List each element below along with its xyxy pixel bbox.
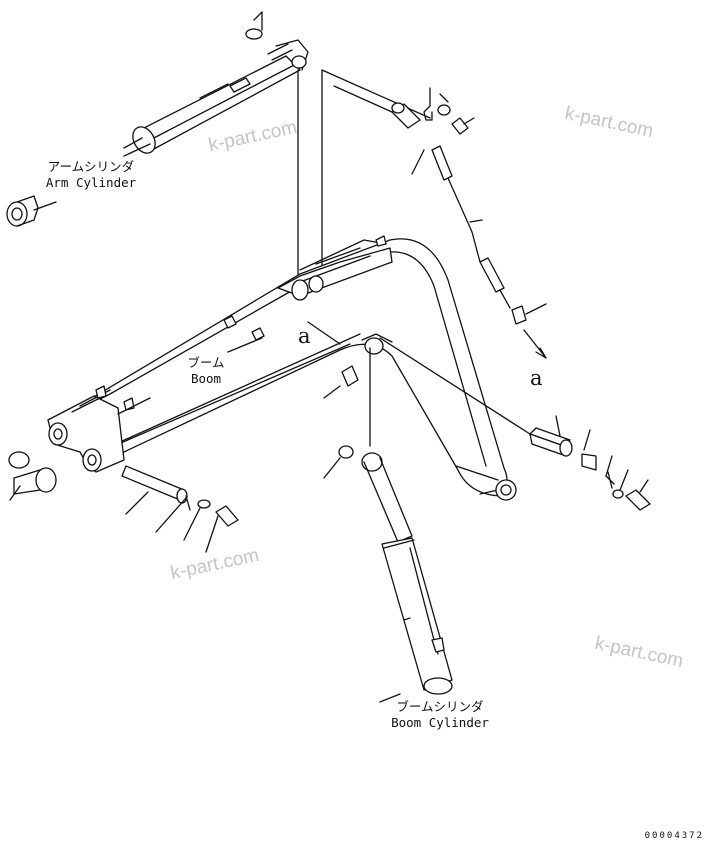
upper-washer	[437, 104, 451, 116]
arm-bushing	[6, 195, 57, 227]
upper-pin	[333, 85, 421, 129]
lower-left-pin	[121, 465, 188, 515]
grease-elbow-right	[581, 429, 597, 471]
boom-body	[47, 235, 517, 501]
arm-cylinder	[123, 39, 309, 157]
boom-cylinder-washer	[338, 445, 354, 459]
boom-cylinder-label-en: Boom Cylinder	[391, 715, 489, 730]
arm-washer	[245, 28, 263, 40]
right-bolt	[625, 479, 651, 511]
boom-cylinder-label-jp: ブームシリンダ	[396, 699, 484, 714]
arm-cylinder-label-en: Arm Cylinder	[45, 175, 137, 190]
lower-left-stopper	[185, 495, 191, 511]
upper-bolt	[451, 117, 475, 135]
lower-left-bolt	[215, 505, 239, 527]
right-washer	[612, 489, 624, 499]
drawing-code: 00004372	[644, 831, 704, 841]
right-stopper	[605, 471, 615, 489]
boom-pin-right	[379, 337, 573, 457]
grease-hose	[411, 145, 547, 325]
grease-fitting-left	[307, 321, 359, 399]
lower-left-bushing	[9, 467, 57, 501]
boom-cylinder	[361, 347, 453, 695]
lower-left-washer	[8, 451, 30, 469]
view-marker-a-1: a	[298, 324, 311, 348]
boom-label-jp: ブーム	[187, 355, 225, 370]
lower-left-washer-2	[197, 499, 211, 509]
arm-cylinder-label-jp: アームシリンダ	[47, 159, 135, 174]
view-marker-a-2: a	[530, 366, 543, 390]
boom-label-en: Boom	[190, 371, 222, 386]
